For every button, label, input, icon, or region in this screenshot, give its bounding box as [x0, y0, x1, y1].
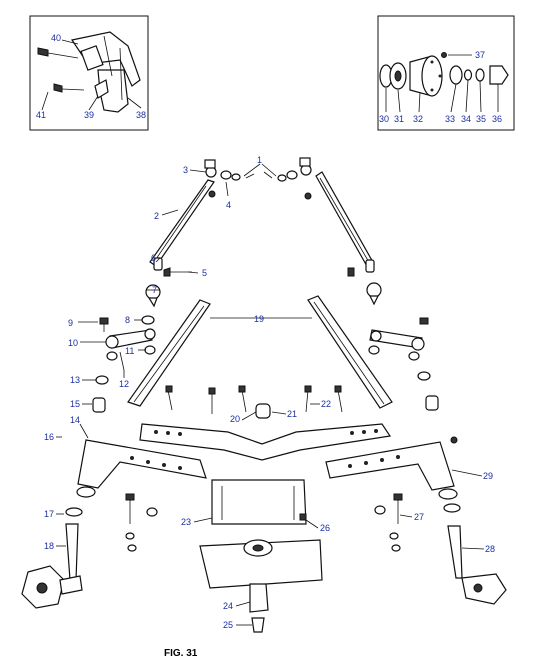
- callout-15: 15: [70, 399, 80, 409]
- callout-33: 33: [445, 114, 455, 124]
- callout-8: 8: [125, 315, 130, 325]
- callout-28: 28: [485, 544, 495, 554]
- left-lever-parts: [92, 315, 247, 414]
- left-track-rod: [145, 159, 255, 308]
- left-stub-axle: [21, 507, 83, 609]
- left-lower-arm: [76, 439, 207, 498]
- callout-34: 34: [461, 114, 471, 124]
- callout-29: 29: [483, 471, 493, 481]
- callout-9: 9: [68, 318, 73, 328]
- callout-21: 21: [287, 409, 297, 419]
- callout-12: 12: [119, 379, 129, 389]
- callout-labels: 1 2 3 4 5 6 7 8 9 10 11 12 13 14 15 16 1…: [36, 33, 502, 630]
- callout-16: 16: [44, 432, 54, 442]
- small-bolts: [125, 493, 403, 552]
- callout-39: 39: [84, 110, 94, 120]
- callout-11: 11: [125, 346, 134, 356]
- callout-18: 18: [44, 541, 54, 551]
- callout-20: 20: [230, 414, 240, 424]
- inset-box-right: [377, 15, 515, 131]
- callout-3: 3: [183, 165, 188, 175]
- callout-1: 1: [257, 155, 262, 165]
- callout-2: 2: [154, 211, 159, 221]
- stabiliser-bars: [127, 295, 393, 409]
- callout-27: 27: [414, 512, 424, 522]
- cross-member: [139, 403, 392, 461]
- callout-10: 10: [68, 338, 78, 348]
- callout-38: 38: [136, 110, 146, 120]
- callout-22: 22: [321, 399, 331, 409]
- callout-19: 19: [254, 314, 264, 324]
- callout-31: 31: [394, 114, 404, 124]
- callout-40: 40: [51, 33, 61, 43]
- callout-26: 26: [320, 523, 330, 533]
- callout-25: 25: [223, 620, 233, 630]
- callout-32: 32: [413, 114, 423, 124]
- right-lever-parts: [304, 317, 458, 444]
- callout-30: 30: [379, 114, 389, 124]
- right-stub-axle: [443, 503, 507, 605]
- right-track-rod: [263, 157, 382, 306]
- callout-4: 4: [226, 200, 231, 210]
- callout-17: 17: [44, 509, 54, 519]
- callout-35: 35: [476, 114, 486, 124]
- callout-14: 14: [70, 415, 80, 425]
- callout-36: 36: [492, 114, 502, 124]
- figure-caption: FIG. 31: [164, 648, 198, 659]
- callout-37: 37: [475, 50, 485, 60]
- callout-41: 41: [36, 110, 46, 120]
- callout-5: 5: [202, 268, 207, 278]
- callout-13: 13: [70, 375, 80, 385]
- center-bracket: [199, 479, 323, 633]
- leader-lines: [56, 163, 485, 626]
- callout-24: 24: [223, 601, 233, 611]
- callout-6: 6: [151, 253, 156, 263]
- callout-23: 23: [181, 517, 191, 527]
- right-lower-arm: [325, 441, 458, 500]
- inset-box-left: [29, 15, 149, 131]
- callout-7: 7: [152, 285, 157, 295]
